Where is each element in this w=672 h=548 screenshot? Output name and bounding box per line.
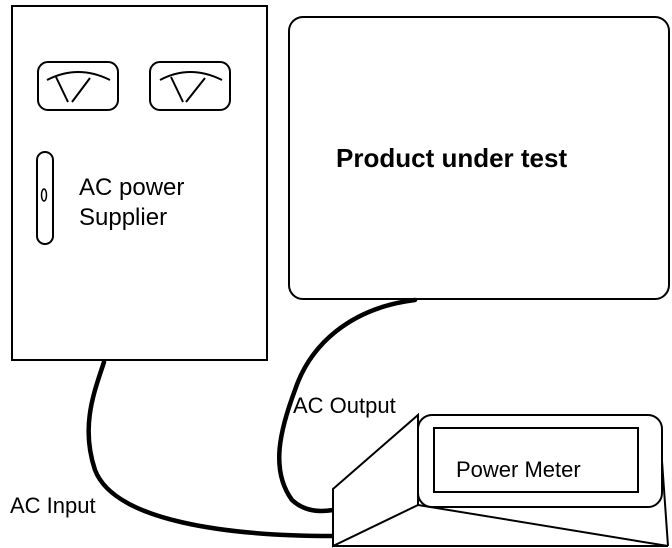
product-label: Product under test: [336, 143, 567, 173]
meter-display: [433, 427, 639, 493]
ac-input-cable: [86, 359, 336, 539]
supplier-label-line2: Supplier: [79, 204, 167, 231]
supplier-cabinet: [11, 5, 268, 361]
meter-body-side: [332, 412, 419, 548]
ac-input-label: AC Input: [10, 493, 96, 518]
ac-output-label: AC Output: [293, 393, 396, 418]
product-box: [288, 16, 670, 300]
ac-output-cable: [276, 297, 418, 514]
right-gauge-icon: [149, 61, 231, 111]
meter-label: Power Meter: [456, 457, 581, 482]
left-gauge-icon: [37, 61, 119, 111]
power-switch-icon: [36, 151, 54, 245]
supplier-label-line1: AC power: [79, 174, 184, 201]
product-under-test: Product under test: [288, 16, 670, 300]
ac-power-supplier: AC power Supplier: [11, 5, 268, 361]
power-meter: Power Meter: [332, 412, 669, 548]
